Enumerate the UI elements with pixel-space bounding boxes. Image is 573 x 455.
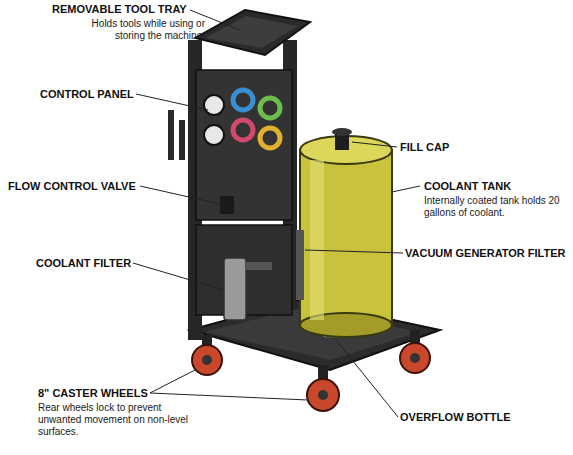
label-wrap: 8" CASTER WHEELS <box>38 387 158 400</box>
wheel <box>307 379 339 411</box>
gauge <box>204 125 224 145</box>
leader-line <box>305 250 403 253</box>
gauge <box>260 98 280 118</box>
label-wrap: VACUUM GENERATOR FILTER <box>405 247 569 260</box>
part-name: 8" CASTER WHEELS <box>38 387 158 400</box>
gun-holder <box>168 110 174 160</box>
leader-line <box>133 263 224 290</box>
leader-lines <box>133 10 420 417</box>
part-name: OVERFLOW BOTTLE <box>400 411 550 424</box>
control-panel <box>196 70 292 220</box>
flow-control-valve <box>220 196 234 214</box>
leader-line <box>150 393 308 400</box>
label-wrap: COOLANT FILTER <box>36 257 136 270</box>
label-wrap: OVERFLOW BOTTLE <box>400 411 550 424</box>
gauge <box>204 95 224 115</box>
caster-wheel <box>192 335 222 375</box>
label-wrap: Internally coated tank holds 20 gallons … <box>424 195 564 219</box>
label-wrap: FILL CAP <box>400 141 490 154</box>
label-wrap: FLOW CONTROL VALVE <box>8 180 143 193</box>
fill-cap-top <box>332 128 352 136</box>
wheel-hub <box>318 390 328 400</box>
vacuum-generator-filter <box>296 230 304 300</box>
gauge <box>260 128 280 148</box>
part-note: Internally coated tank holds 20 gallons … <box>424 195 564 219</box>
gauge <box>233 120 253 140</box>
tank-highlight <box>310 160 324 320</box>
caster-fork <box>318 365 328 379</box>
part-name: CONTROL PANEL <box>40 88 140 101</box>
part-name: COOLANT TANK <box>424 180 564 193</box>
caster-wheel <box>400 330 430 373</box>
leader-line <box>140 186 220 204</box>
leader-line <box>136 94 208 110</box>
coolant-filter <box>224 258 246 320</box>
leader-line <box>352 142 397 147</box>
wheel <box>192 345 222 375</box>
gun-holder <box>179 120 185 160</box>
coolant-tank <box>300 150 392 325</box>
part-name: FLOW CONTROL VALVE <box>8 180 143 193</box>
leader-line <box>392 186 420 192</box>
label-wrap: COOLANT TANK <box>424 180 564 193</box>
filter-mount <box>246 262 272 270</box>
label-wrap: Rear wheels lock to prevent unwanted mov… <box>38 402 198 437</box>
caster-fork <box>410 330 420 344</box>
part-note: Rear wheels lock to prevent unwanted mov… <box>38 402 198 437</box>
wheel-hub <box>410 353 420 363</box>
part-name: VACUUM GENERATOR FILTER <box>405 247 569 260</box>
label-wrap: CONTROL PANEL <box>40 88 140 101</box>
wheel-hub <box>202 355 212 365</box>
part-name: COOLANT FILTER <box>36 257 136 270</box>
leader-line <box>150 370 195 393</box>
part-name: FILL CAP <box>400 141 490 154</box>
wheel <box>400 343 430 373</box>
leader-line <box>336 340 398 417</box>
gauge <box>233 90 253 110</box>
tool-tray-inner <box>205 16 298 48</box>
part-name: REMOVABLE TOOL TRAY <box>52 3 202 16</box>
part-note: Holds tools while using or storing the m… <box>60 18 205 42</box>
label-wrap: REMOVABLE TOOL TRAY <box>52 3 202 16</box>
tool-tray <box>195 10 310 55</box>
label-wrap: Holds tools while using or storing the m… <box>60 18 205 42</box>
caster-wheel <box>307 365 339 411</box>
